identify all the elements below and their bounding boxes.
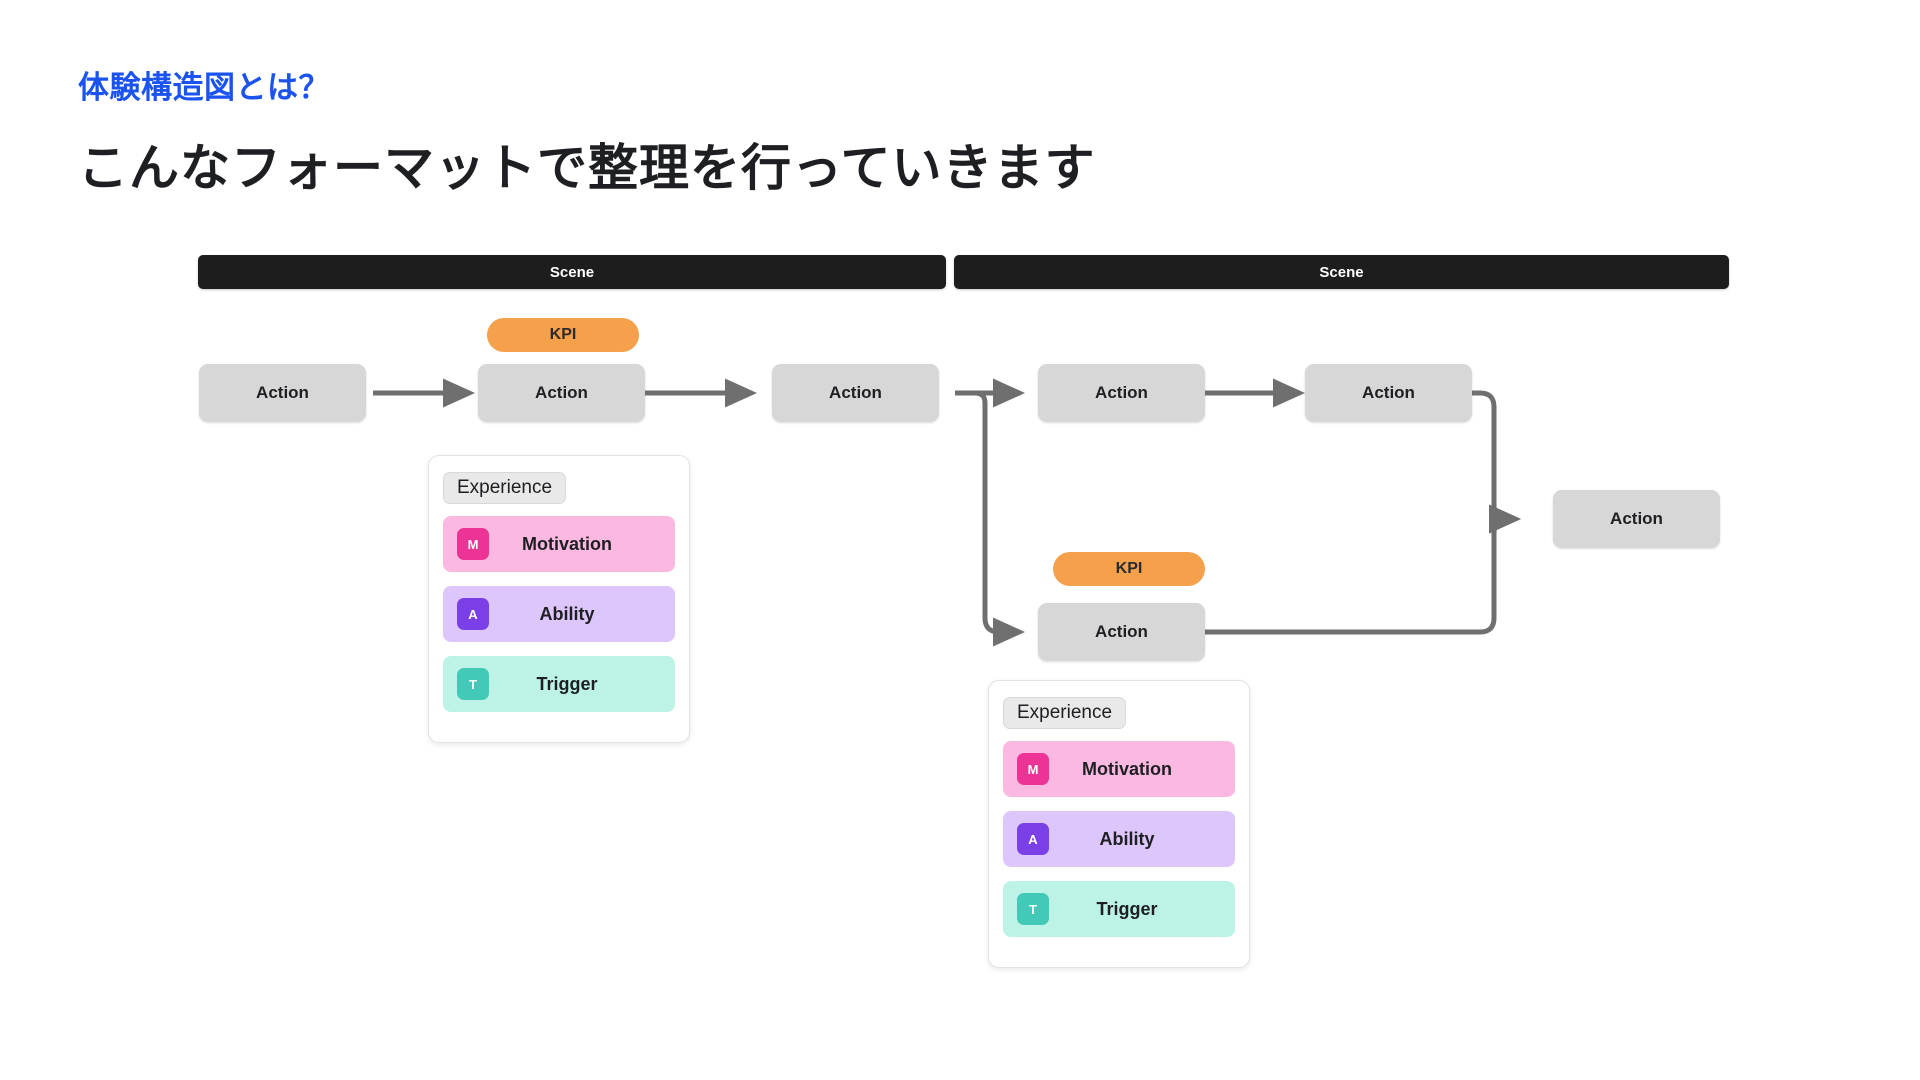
trigger-label: Trigger — [536, 673, 598, 694]
action-box-7-label: Action — [1610, 509, 1663, 528]
scene-bar-2[interactable]: Scene — [954, 255, 1729, 289]
experience-card-2-chip[interactable]: Experience — [1003, 697, 1127, 729]
action-box-5[interactable]: Action — [1305, 364, 1472, 422]
motivation-badge-icon: M — [1017, 753, 1049, 785]
experience-row-ability[interactable]: A Ability — [443, 586, 675, 642]
kpi-badge-1-label: KPI — [549, 326, 577, 343]
trigger-label: Trigger — [1096, 898, 1158, 919]
experience-card-2: Experience M Motivation A Ability T Trig… — [988, 680, 1250, 968]
experience-card-1: Experience M Motivation A Ability T Trig… — [428, 455, 690, 743]
motivation-label: Motivation — [1082, 758, 1172, 779]
action-box-3-label: Action — [829, 383, 882, 402]
page-title: こんなフォーマットで整理を行っていきます — [78, 140, 1096, 196]
action-box-4-label: Action — [1095, 383, 1148, 402]
experience-row-trigger[interactable]: T Trigger — [1003, 881, 1235, 937]
action-box-6-label: Action — [1095, 622, 1148, 641]
connector-a6-a7 — [1197, 504, 1521, 635]
action-box-2[interactable]: Action — [478, 364, 645, 422]
action-box-4[interactable]: Action — [1038, 364, 1205, 422]
ability-badge-icon: A — [457, 598, 489, 630]
motivation-badge-icon: M — [457, 528, 489, 560]
scene-bar-1[interactable]: Scene — [198, 255, 946, 289]
experience-row-trigger[interactable]: T Trigger — [443, 656, 675, 712]
experience-row-motivation[interactable]: M Motivation — [1003, 741, 1235, 797]
experience-card-1-chip[interactable]: Experience — [443, 472, 567, 504]
scene-bar-2-label: Scene — [1319, 263, 1364, 281]
action-box-2-label: Action — [535, 383, 588, 402]
kpi-badge-2[interactable]: KPI — [1053, 552, 1205, 586]
ability-label: Ability — [539, 603, 595, 624]
scene-bar-1-label: Scene — [549, 263, 595, 281]
action-box-1-label: Action — [256, 383, 309, 402]
kpi-badge-2-label: KPI — [1115, 560, 1143, 577]
kpi-badge-1[interactable]: KPI — [487, 318, 639, 352]
motivation-label: Motivation — [522, 533, 612, 554]
action-box-6[interactable]: Action — [1038, 603, 1205, 661]
trigger-badge-icon: T — [1017, 893, 1049, 925]
action-box-5-label: Action — [1362, 383, 1415, 402]
trigger-badge-icon: T — [457, 668, 489, 700]
action-box-7[interactable]: Action — [1553, 490, 1720, 548]
action-box-3[interactable]: Action — [772, 364, 939, 422]
connector-a5-a7 — [1472, 390, 1521, 534]
ability-label: Ability — [1099, 828, 1155, 849]
experience-row-motivation[interactable]: M Motivation — [443, 516, 675, 572]
page-kicker: 体験構造図とは？ — [78, 70, 330, 105]
experience-row-ability[interactable]: A Ability — [1003, 811, 1235, 867]
connector-a3-a6 — [967, 390, 1025, 647]
ability-badge-icon: A — [1017, 823, 1049, 855]
action-box-1[interactable]: Action — [199, 364, 366, 422]
